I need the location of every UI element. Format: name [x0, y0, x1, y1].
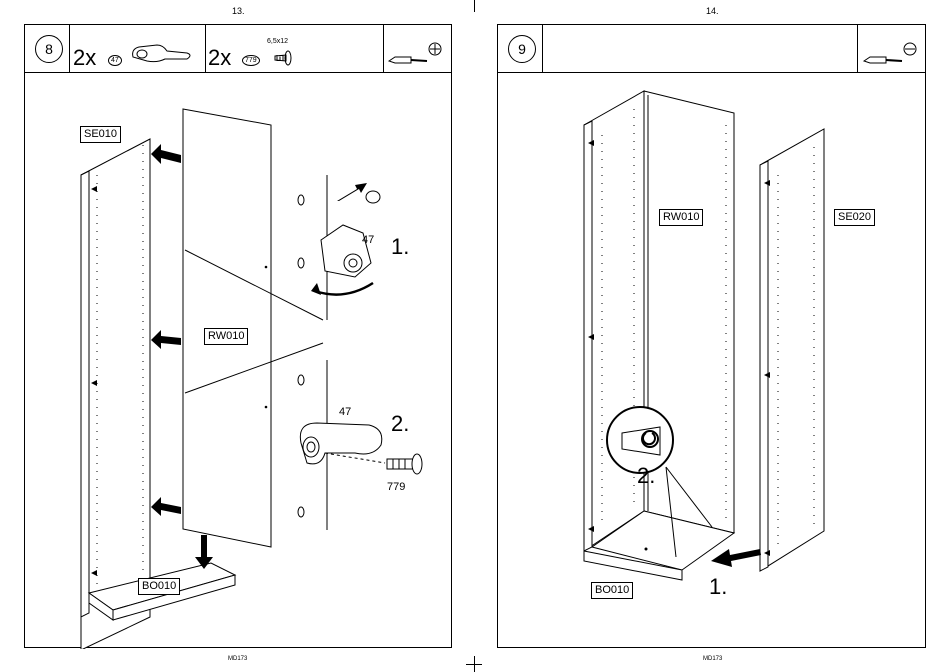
fitting-callout-2: 47: [339, 406, 351, 418]
part-label-side-panel: SE010: [80, 126, 121, 143]
page-number-left: 13.: [232, 6, 245, 16]
part-label-bottom: BO010: [138, 578, 180, 595]
step-panel-8: 8 2x 47 2x 6,5x12 779: [24, 24, 452, 648]
crop-mark: [466, 664, 482, 665]
fitting-callout-1: 47: [362, 234, 374, 246]
substep-2: 2.: [637, 463, 655, 489]
substep-1: 1.: [709, 574, 727, 600]
assembly-illustration-step9: [498, 25, 927, 649]
crop-mark: [474, 0, 475, 12]
footer-code-left: MD173: [228, 656, 247, 662]
step-panel-9: 9: [497, 24, 926, 648]
part-label-side-panel: SE020: [834, 209, 875, 226]
part-label-back-wall: RW010: [204, 328, 248, 345]
page-number-right: 14.: [706, 6, 719, 16]
screw-callout: 779: [387, 481, 405, 493]
part-label-bottom: BO010: [591, 582, 633, 599]
footer-code-right: MD173: [703, 656, 722, 662]
substep-2: 2.: [391, 411, 409, 437]
part-label-back-wall: RW010: [659, 209, 703, 226]
substep-1: 1.: [391, 234, 409, 260]
